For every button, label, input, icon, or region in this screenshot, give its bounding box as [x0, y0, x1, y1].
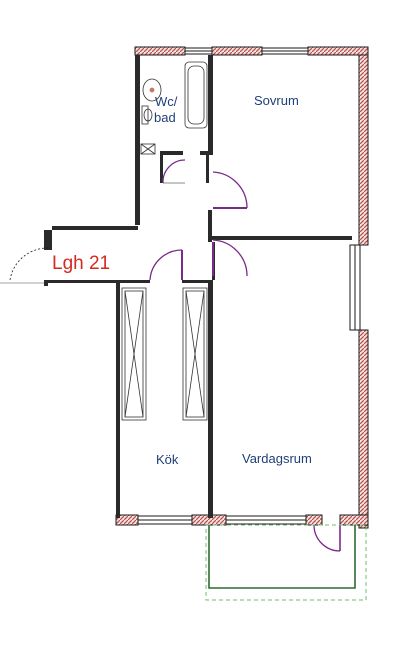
bathtub-icon — [184, 61, 208, 129]
room-label-wc-line1: Wc/ — [155, 94, 178, 109]
bottom-wall-right — [305, 514, 323, 526]
right-wall-upper — [358, 54, 369, 246]
top-wall-middle — [211, 46, 263, 56]
bottom-wall-corner — [339, 514, 369, 526]
balcony — [205, 524, 367, 601]
windows — [137, 47, 361, 525]
shaft-icon — [140, 143, 156, 155]
door-swings — [149, 159, 341, 552]
top-wall-right — [307, 46, 369, 56]
sink-icon — [142, 78, 162, 102]
toilet-icon — [141, 105, 149, 125]
top-wall-left — [134, 46, 186, 56]
room-label-sovrum: Sovrum — [254, 93, 299, 108]
entry-door — [0, 230, 52, 286]
cabinets — [121, 287, 208, 421]
wardrobe-icon — [182, 287, 208, 421]
right-wall-lower — [358, 329, 369, 529]
room-label-wc-line2: bad — [154, 110, 176, 125]
room-label-kok: Kök — [156, 452, 179, 467]
bathroom-fixtures — [140, 61, 208, 155]
interior-walls — [44, 55, 352, 518]
balcony-dashed-outline — [205, 524, 367, 601]
room-label-vardagsrum: Vardagsrum — [242, 451, 312, 466]
balcony-railing — [208, 525, 356, 589]
kitchen-cabinet-icon — [121, 287, 147, 421]
apartment-label: Lgh 21 — [52, 253, 110, 274]
